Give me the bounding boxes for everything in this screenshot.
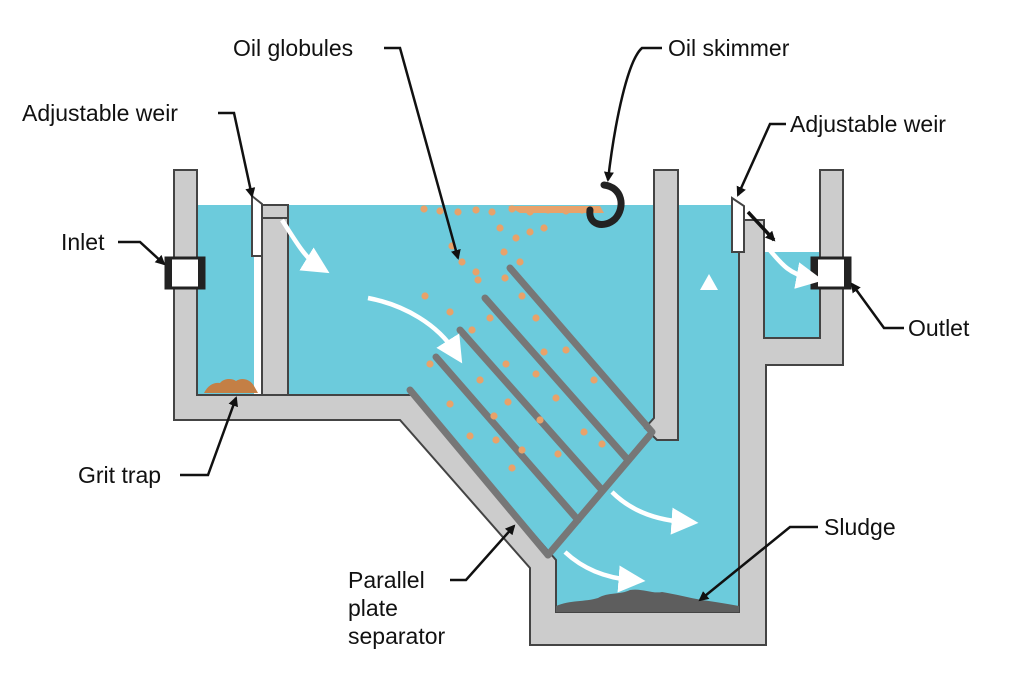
label-adjustable-weir-right: Adjustable weir [790, 111, 946, 137]
oil-globule [458, 258, 466, 266]
oil-globule [580, 428, 588, 436]
leader-outlet [850, 282, 904, 330]
oil-globule [496, 224, 504, 232]
plate-frame-bottom [406, 386, 552, 559]
oil-globule [492, 436, 500, 444]
leader-lines [118, 46, 904, 602]
label-parallel-plate-1: Parallel [348, 567, 425, 593]
flow-arrow-icon [610, 490, 699, 535]
label-parallel-plate-2: plate [348, 595, 398, 621]
oil-globule [490, 412, 498, 420]
adjustable-weir-left [251, 193, 263, 257]
label-sludge: Sludge [824, 514, 896, 540]
oil-globule [500, 248, 508, 256]
wall-inlet-divider [261, 217, 289, 396]
oil-globule [502, 360, 510, 368]
leader-oil-globules [384, 46, 461, 260]
flow-arrow-icon [280, 218, 330, 274]
oil-globule [466, 432, 474, 440]
leader-parallel-plate [450, 524, 516, 582]
label-oil-skimmer: Oil skimmer [668, 35, 790, 61]
oil-globule [420, 205, 428, 213]
oil-layer [508, 206, 604, 213]
leader-inlet [118, 240, 166, 266]
flow-arrow-icon [563, 550, 646, 593]
triangle-marker-icon [700, 274, 718, 290]
leader-adjustable-weir-left [218, 111, 256, 198]
oil-globule [598, 440, 606, 448]
oil-globule [532, 314, 540, 322]
oil-globule [472, 268, 480, 276]
oil-globule [501, 274, 509, 282]
oil-globule [504, 398, 512, 406]
oil-globule [508, 464, 516, 472]
skimmer-hook-icon [586, 181, 625, 228]
oil-globule [421, 292, 429, 300]
flow-arrow-icon [367, 295, 463, 364]
inlet-pipe-icon [164, 256, 206, 290]
leader-adjustable-weir-right [736, 122, 786, 197]
oil-globule [536, 416, 544, 424]
oil-globule [512, 234, 520, 242]
flow-arrows [280, 218, 824, 593]
oil-globule [540, 224, 548, 232]
oil-globule [516, 258, 524, 266]
oil-globule [474, 276, 482, 284]
baffle-wall [643, 169, 679, 441]
oil-globule [488, 208, 496, 216]
oil-globule [552, 394, 560, 402]
weir-overflow-arrow-icon [746, 210, 776, 242]
oil-globule [472, 206, 480, 214]
water-main-chamber [262, 205, 739, 612]
oil-globule [532, 370, 540, 378]
oil-globule [518, 292, 526, 300]
sludge-deposit [556, 589, 739, 612]
leader-oil-skimmer [603, 46, 662, 182]
oil-globule [554, 450, 562, 458]
label-outlet: Outlet [908, 315, 970, 341]
parallel-plate-separator [406, 264, 656, 559]
labels: Oil globules Oil skimmer Adjustable weir… [22, 35, 970, 649]
label-oil-globules: Oil globules [233, 35, 353, 61]
oil-globule [476, 376, 484, 384]
oil-globule [436, 207, 444, 215]
leader-grit-trap [180, 396, 238, 477]
water-inlet-chamber [197, 205, 254, 395]
oil-globule [526, 228, 534, 236]
outlet-pipe-icon [810, 256, 852, 290]
oil-globule [426, 360, 434, 368]
plate-1 [432, 353, 582, 524]
oil-globule [446, 308, 454, 316]
grit-deposit [204, 378, 258, 393]
flow-arrow-icon [766, 246, 824, 289]
oil-globule [454, 208, 462, 216]
oil-globule [486, 314, 494, 322]
water [197, 205, 820, 612]
plate-frame-right [544, 431, 654, 559]
label-parallel-plate-3: separator [348, 623, 446, 649]
plate-2 [456, 326, 606, 494]
oil-globule [562, 346, 570, 354]
plate-3 [481, 294, 632, 464]
oil-globule [518, 446, 526, 454]
oil-globule [446, 400, 454, 408]
label-grit-trap: Grit trap [78, 462, 161, 488]
plate-4 [506, 264, 656, 436]
label-inlet: Inlet [61, 229, 105, 255]
adjustable-weir-right [731, 196, 745, 253]
leader-sludge [698, 525, 818, 602]
oil-globule [590, 376, 598, 384]
oil-globule [468, 326, 476, 334]
label-adjustable-weir-left: Adjustable weir [22, 100, 178, 126]
oil-globule [540, 348, 548, 356]
